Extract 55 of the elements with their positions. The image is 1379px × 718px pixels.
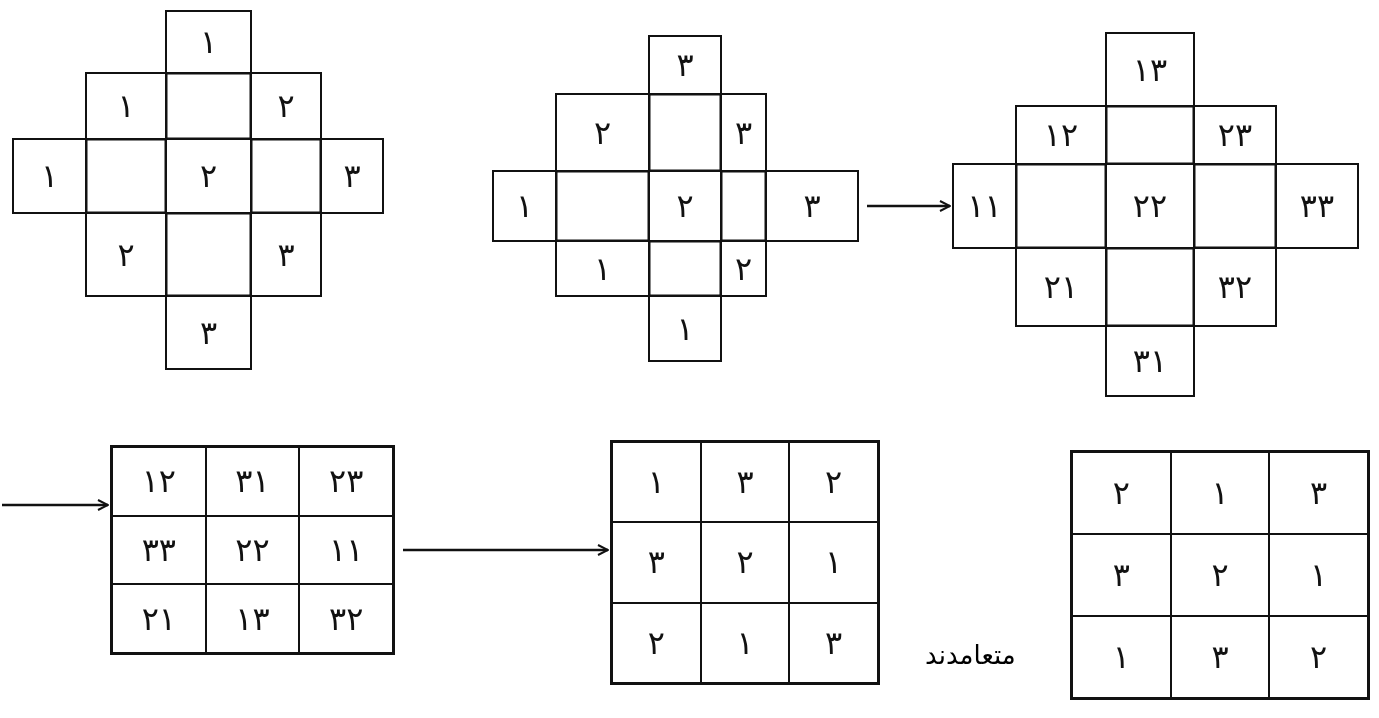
grid-cell: ۳۲ (1193, 247, 1277, 327)
grid-cell: ۳ (789, 602, 878, 683)
grid-cell: ۳ (612, 522, 701, 603)
empty-cell (1015, 163, 1107, 249)
grid-cell: ۲ (700, 522, 790, 603)
empty-cell (648, 240, 722, 297)
grid-cell: ۳۱ (205, 447, 300, 516)
grid-cell: ۳۳ (1275, 163, 1359, 249)
grid-cell: ۱ (1269, 534, 1368, 616)
grid-cell: ۱ (789, 522, 878, 603)
note-text: متعامدند (925, 640, 1016, 670)
grid-cell: ۳ (765, 170, 859, 242)
grid-cell: ۲۳ (299, 447, 393, 516)
empty-cell (1105, 247, 1195, 327)
grid-cell: ۱۱ (299, 515, 393, 585)
grid-cell: ۲ (789, 442, 878, 523)
grid-cell: ۲ (720, 240, 767, 297)
grid-cell: ۳۱ (1105, 325, 1195, 397)
empty-cell (165, 212, 252, 297)
grid-cell: ۳۲ (299, 584, 393, 653)
grid-cell: ۱۳ (205, 584, 300, 653)
number-grid (1070, 450, 1370, 700)
grid-cell: ۳ (1072, 534, 1171, 616)
empty-cell (720, 170, 767, 242)
grid-cell: ۲ (1072, 452, 1171, 534)
grid-cell: ۱ (1072, 616, 1171, 698)
grid-cell: ۲ (1269, 616, 1368, 698)
grid-cell: ۲ (1170, 534, 1270, 616)
grid-cell: ۲۲ (205, 515, 300, 585)
grid-cell: ۳ (1269, 452, 1368, 534)
grid-cell: ۳ (250, 212, 322, 297)
grid-cell: ۱۲ (112, 447, 206, 516)
grid-cell: ۱ (648, 295, 722, 362)
empty-cell (250, 138, 322, 214)
arrow (867, 200, 951, 212)
empty-cell (165, 72, 252, 140)
grid-cell: ۲ (612, 602, 701, 683)
grid-cell: ۱ (1170, 452, 1270, 534)
empty-cell (85, 138, 167, 214)
empty-cell (648, 93, 722, 172)
grid-cell: ۱ (612, 442, 701, 523)
number-grid (110, 445, 395, 655)
grid-cell: ۲۱ (112, 584, 206, 653)
empty-cell (555, 170, 650, 242)
grid-cell: ۳ (1170, 616, 1270, 698)
grid-cell: ۳ (320, 138, 384, 214)
grid-cell: ۳ (165, 295, 252, 370)
arrow (2, 499, 109, 511)
number-grid (610, 440, 880, 685)
grid-cell: ۳۳ (112, 515, 206, 585)
arrow (403, 544, 609, 556)
grid-cell: ۳ (700, 442, 790, 523)
empty-cell (1193, 163, 1277, 249)
grid-cell: ۱ (700, 602, 790, 683)
empty-cell (1105, 105, 1195, 165)
